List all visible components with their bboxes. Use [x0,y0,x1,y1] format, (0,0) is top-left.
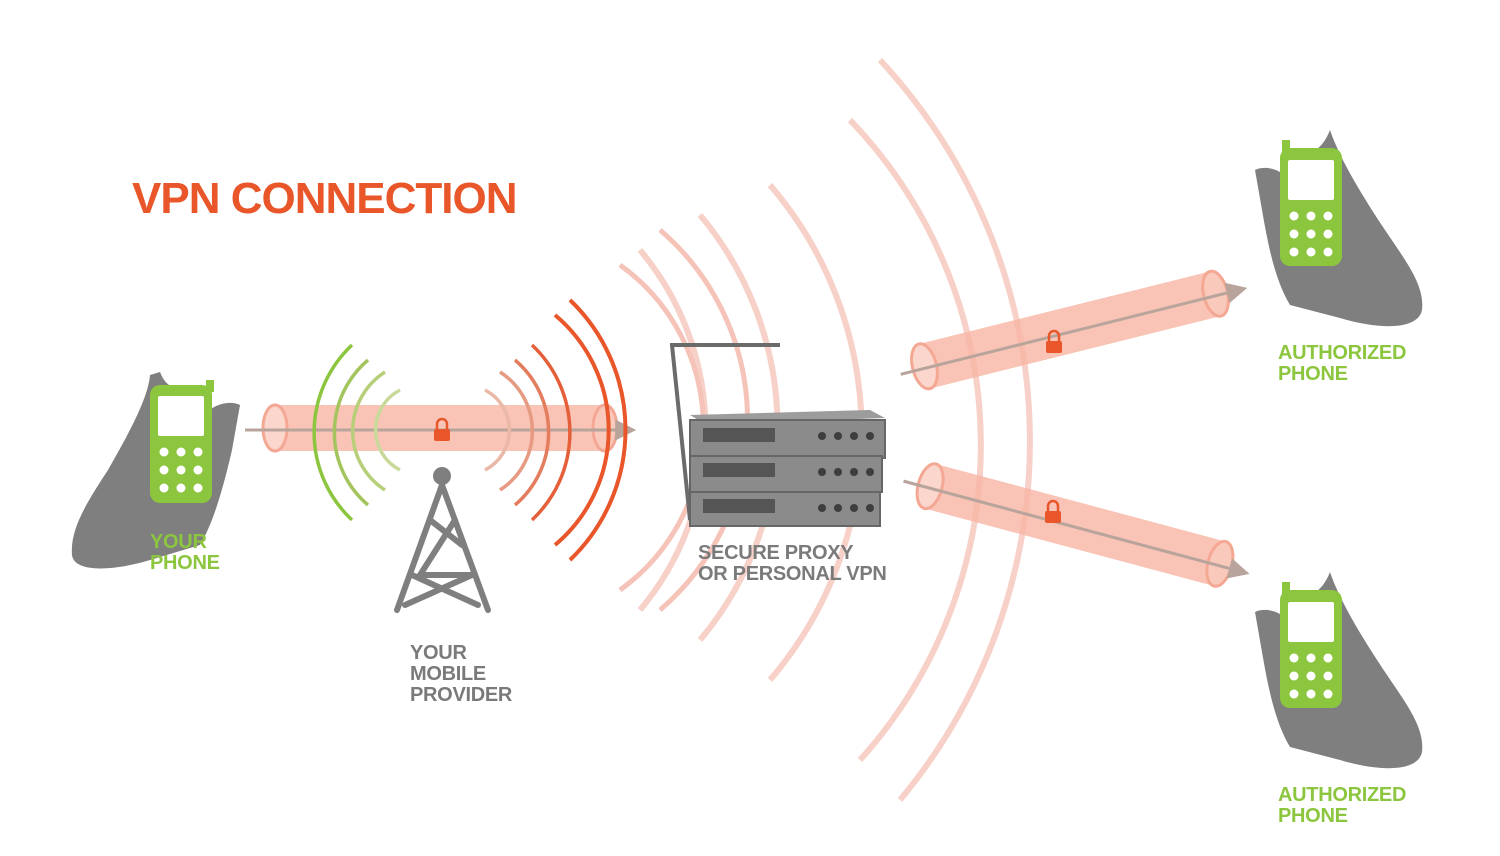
phone-in-hand-icon [1255,572,1423,769]
authorized-top-label-line: PHONE [1278,363,1348,385]
tunnel-phone-to-proxy [245,403,637,453]
mobile-provider-label: YOUR MOBILE PROVIDER [410,643,512,706]
authorized-phone-bottom-label: AUTHORIZED PHONE [1278,785,1406,827]
proxy-label-line: OR PERSONAL VPN [698,563,887,585]
page-title: VPN CONNECTION [132,174,517,223]
tower-signal-waves [312,298,628,562]
server-leds [818,432,874,512]
mobile-provider-label-line: YOUR [410,642,467,664]
mobile-provider-label-line: MOBILE [410,663,486,685]
tunnel-proxy-to-authorized-bottom [903,462,1250,588]
tunnel-proxy-to-authorized-top [900,269,1248,391]
authorized-bottom-label-line: PHONE [1278,805,1348,827]
server-stack-icon [670,343,886,527]
proxy-label: SECURE PROXY OR PERSONAL VPN [698,543,887,585]
cell-tower-icon [394,467,491,613]
proxy-label-line: SECURE PROXY [698,542,854,564]
authorized-top-label-line: AUTHORIZED [1278,342,1407,364]
your-phone-label: YOUR PHONE [150,532,220,574]
your-phone-label-line: YOUR [150,531,207,553]
authorized-phone-top-label: AUTHORIZED PHONE [1278,343,1406,385]
lock-icon [434,417,450,441]
lock-icon [1046,329,1062,353]
authorized-bottom-label-line: AUTHORIZED [1278,784,1407,806]
phone-in-hand-icon [1255,130,1423,327]
mobile-provider-label-line: PROVIDER [410,684,513,706]
phone-in-hand-icon [71,372,240,569]
lock-icon [1045,499,1061,523]
your-phone-label-line: PHONE [150,552,220,574]
